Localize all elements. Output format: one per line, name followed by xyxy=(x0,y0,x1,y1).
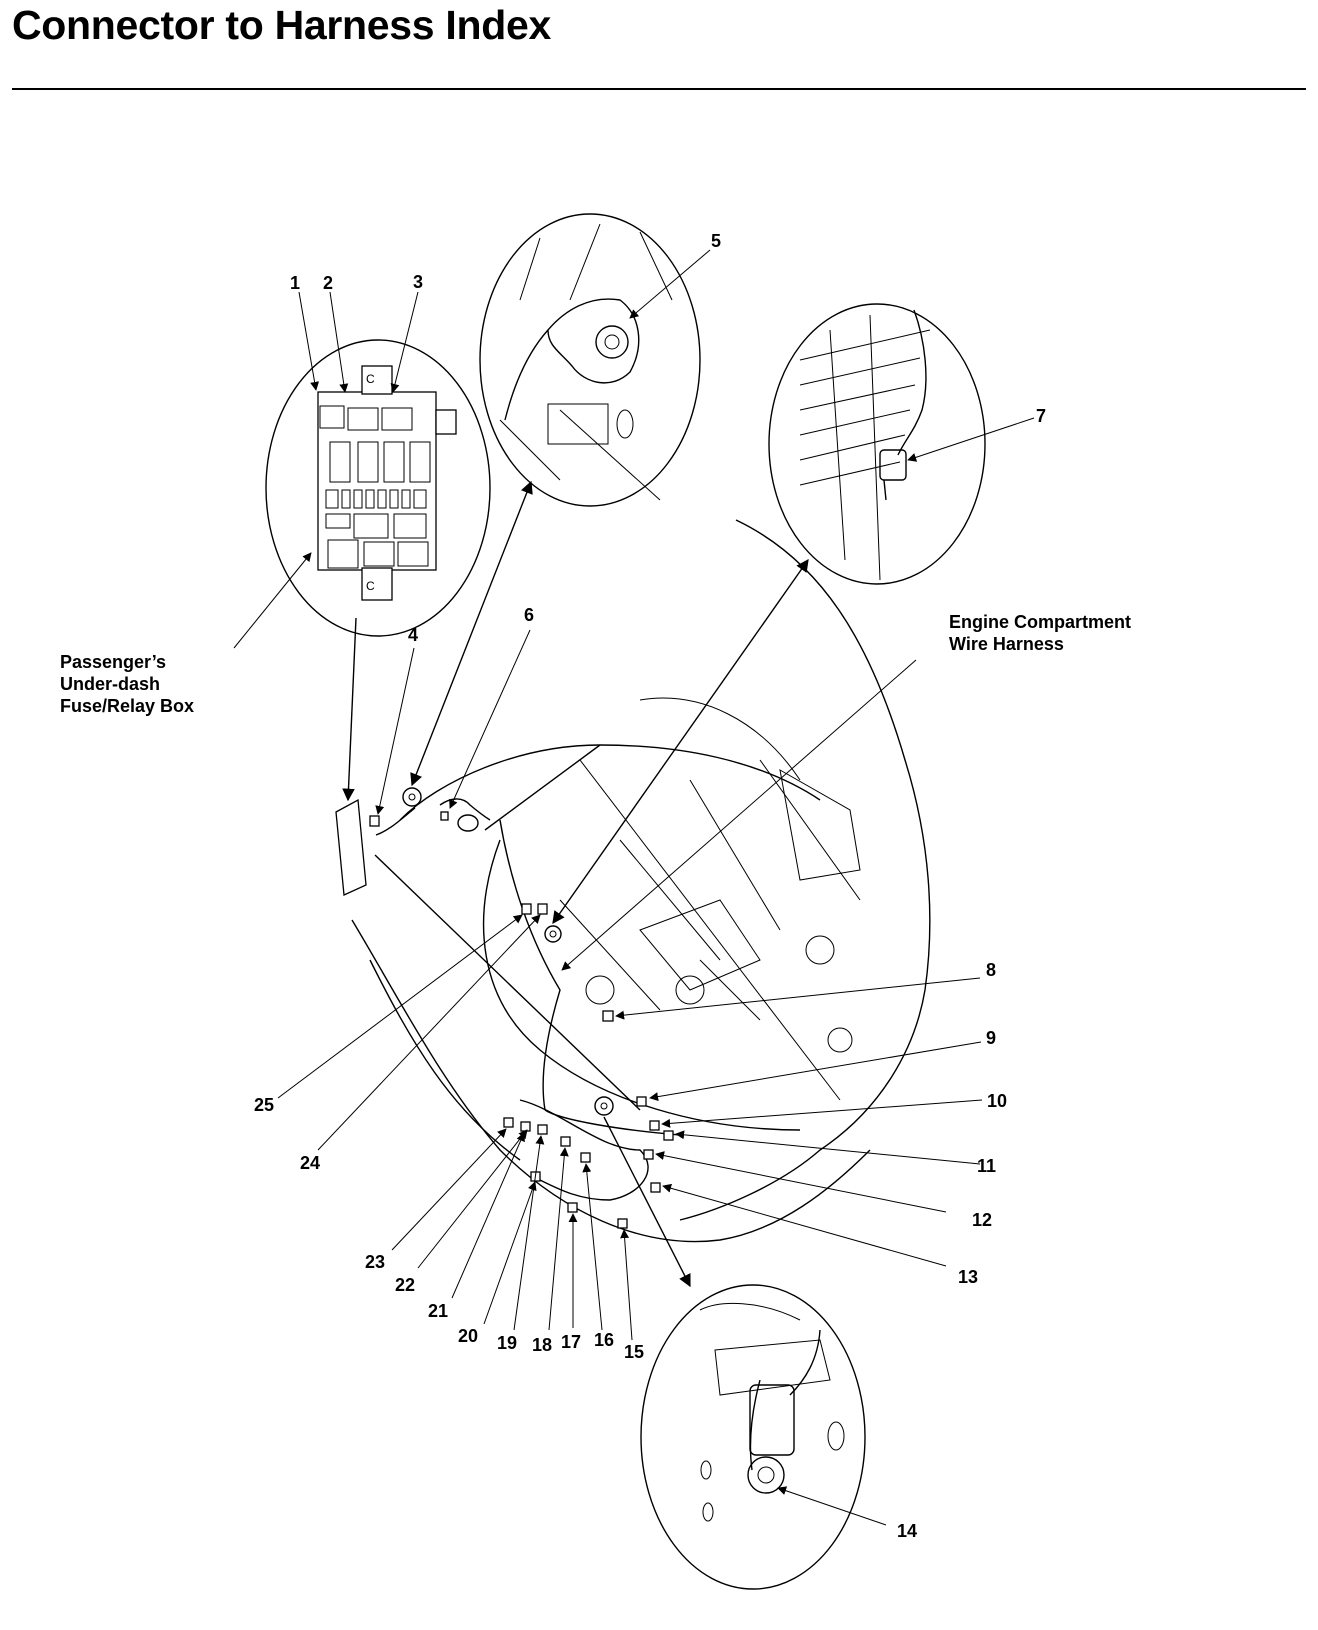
svg-text:Engine Compartment: Engine Compartment xyxy=(949,612,1131,632)
callout-5: 5 xyxy=(711,231,721,251)
svg-text:Under-dash: Under-dash xyxy=(60,674,160,694)
callout-2: 2 xyxy=(323,273,333,293)
callout-15: 15 xyxy=(624,1342,644,1362)
leader-lines xyxy=(233,249,1035,1526)
callout-17: 17 xyxy=(561,1332,581,1352)
svg-text:Wire Harness: Wire Harness xyxy=(949,634,1064,654)
connector-7-inset xyxy=(768,303,986,585)
svg-text:Passenger’s: Passenger’s xyxy=(60,652,166,672)
title-rule xyxy=(12,88,1306,90)
callout-18: 18 xyxy=(532,1335,552,1355)
callout-21: 21 xyxy=(428,1301,448,1321)
callout-19: 19 xyxy=(497,1333,517,1353)
callout-7: 7 xyxy=(1036,406,1046,426)
callout-16: 16 xyxy=(594,1330,614,1350)
callout-10: 10 xyxy=(987,1091,1007,1111)
caption-engine-harness: Engine Compartment Wire Harness xyxy=(949,612,1131,654)
callout-20: 20 xyxy=(458,1326,478,1346)
callout-11: 11 xyxy=(977,1156,996,1176)
vehicle-outline xyxy=(335,519,931,1243)
svg-text:C: C xyxy=(366,372,375,386)
svg-text:Fuse/Relay Box: Fuse/Relay Box xyxy=(60,696,194,716)
callout-24: 24 xyxy=(300,1153,320,1173)
connector-14-inset xyxy=(640,1284,866,1590)
callout-8: 8 xyxy=(986,960,996,980)
callout-22: 22 xyxy=(395,1275,415,1295)
callout-12: 12 xyxy=(972,1210,992,1230)
callout-3: 3 xyxy=(413,272,423,292)
callout-13: 13 xyxy=(958,1267,978,1287)
svg-text:C: C xyxy=(366,579,375,593)
callout-25: 25 xyxy=(254,1095,274,1115)
page-title: Connector to Harness Index xyxy=(12,2,551,48)
caption-passenger-fuse-box: Passenger’s Under-dash Fuse/Relay Box xyxy=(60,652,194,716)
connector-5-inset xyxy=(479,213,701,507)
fuse-box-inset: C C xyxy=(265,339,491,637)
callout-numbers: 1 2 3 4 5 6 7 8 9 10 11 12 13 14 15 16 1… xyxy=(254,231,1046,1541)
callout-23: 23 xyxy=(365,1252,385,1272)
callout-1: 1 xyxy=(290,273,300,293)
callout-9: 9 xyxy=(986,1028,996,1048)
callout-6: 6 xyxy=(524,605,534,625)
callout-14: 14 xyxy=(897,1521,917,1541)
callout-4: 4 xyxy=(408,625,418,645)
